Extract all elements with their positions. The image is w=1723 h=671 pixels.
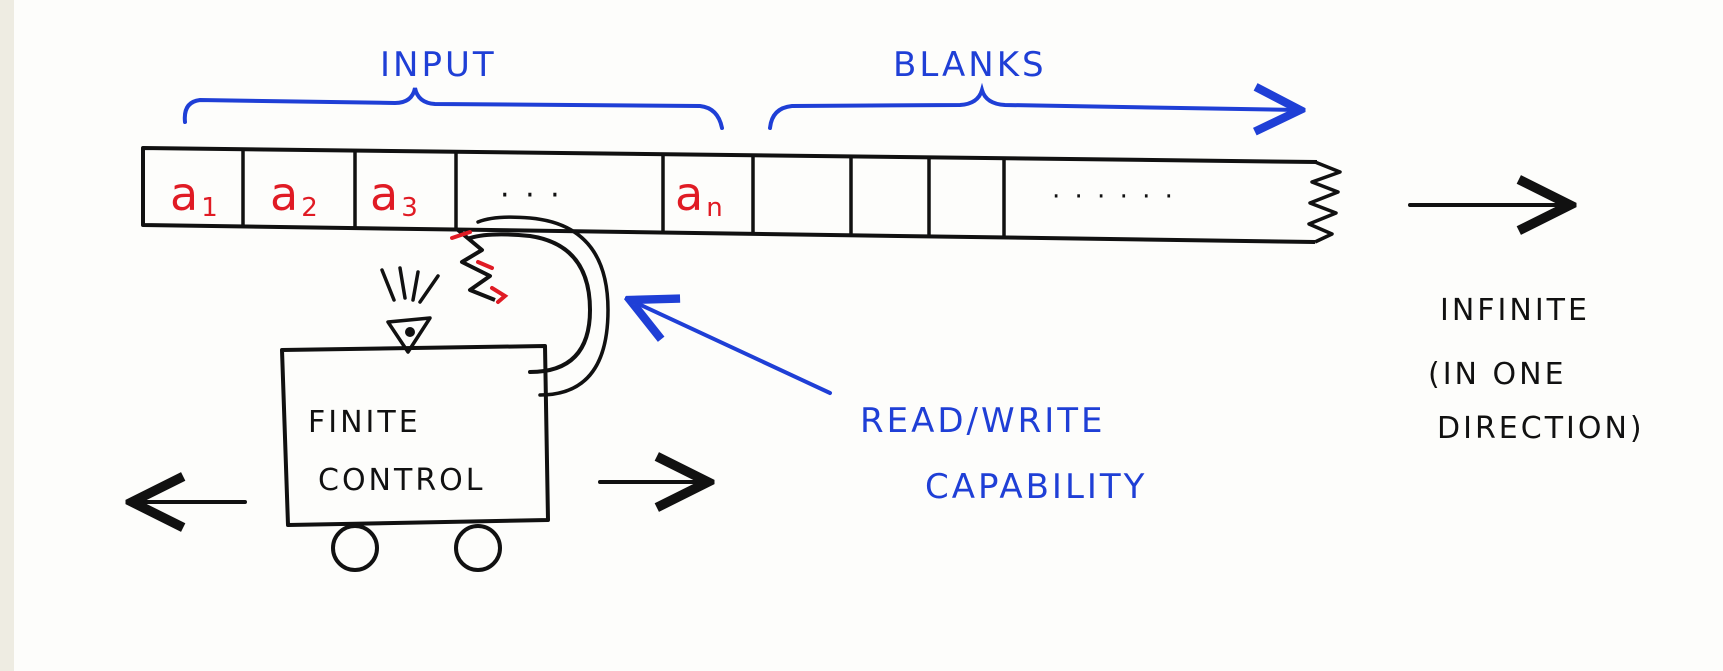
tape-symbols: a1 a2 a3 · · · an · · · · · ·	[170, 167, 1176, 223]
read-write-arm	[468, 232, 593, 374]
tape-outline	[141, 146, 1318, 244]
read-write-pointer-arrow	[630, 300, 832, 395]
infinite-note: INFINITE (IN ONE DIRECTION)	[1428, 293, 1645, 446]
eye-icon	[386, 316, 432, 354]
eye-rays	[380, 266, 440, 304]
svg-text:(IN ONE: (IN ONE	[1428, 357, 1567, 392]
finite-control-box	[280, 344, 550, 527]
tape-torn-end	[1307, 160, 1342, 244]
cell-a2: a2	[270, 167, 321, 223]
head-red-marks	[450, 230, 509, 304]
input-label: INPUT	[380, 45, 497, 85]
tape-cell-dividers	[241, 150, 1006, 236]
cell-an: an	[675, 167, 726, 223]
blanks-brace	[768, 82, 1300, 128]
svg-text:CAPABILITY: CAPABILITY	[925, 467, 1147, 507]
read-write-arm-inner	[476, 215, 610, 397]
svg-text:READ/WRITE: READ/WRITE	[860, 401, 1106, 441]
paper-sheet	[14, 0, 1723, 671]
svg-text:INFINITE: INFINITE	[1440, 293, 1590, 328]
cell-a3: a3	[370, 167, 421, 223]
input-brace	[182, 87, 724, 130]
read-write-note: READ/WRITE CAPABILITY	[860, 401, 1147, 507]
blanks-label: BLANKS	[893, 45, 1047, 85]
left-wheel-icon	[331, 524, 379, 572]
cell-ellipsis: · · ·	[500, 178, 563, 213]
svg-text:DIRECTION): DIRECTION)	[1437, 411, 1645, 446]
finite-control-label-1: FINITE	[308, 405, 421, 440]
right-wheel-icon	[454, 524, 502, 572]
blank-ellipsis: · · · · · ·	[1052, 182, 1176, 212]
finite-control-label-2: CONTROL	[318, 463, 486, 498]
read-write-head	[456, 228, 496, 302]
cell-a1: a1	[170, 167, 221, 223]
